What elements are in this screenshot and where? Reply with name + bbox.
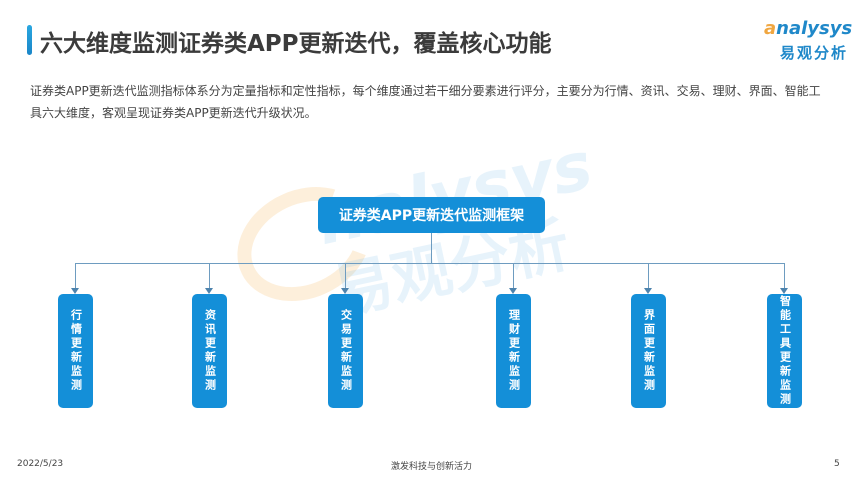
node-wealth-monitoring: 理财更新监测	[496, 294, 531, 408]
root-node: 证券类APP更新迭代监测框架	[318, 197, 545, 233]
arrow-down-icon	[644, 288, 652, 294]
analysys-logo: analysys 易观分析	[764, 18, 854, 64]
footer-slogan: 激发科技与创新活力	[390, 462, 472, 472]
arrow-down-icon	[71, 288, 79, 294]
node-market-monitoring: 行情更新监测	[58, 294, 93, 408]
branch-connector	[345, 263, 346, 289]
node-smart-tools-monitoring: 智能工具更新监测	[767, 294, 802, 408]
branch-connector	[75, 263, 76, 289]
root-connector	[431, 233, 432, 263]
description-text: 证券类APP更新迭代监测指标体系分为定量指标和定性指标，每个维度通过若干细分要素…	[30, 84, 821, 120]
arrow-down-icon	[780, 288, 788, 294]
branch-connector	[648, 263, 649, 289]
footer-date: 2022/5/23	[17, 459, 64, 469]
page-title: 六大维度监测证券类APP更新迭代，覆盖核心功能	[40, 31, 552, 57]
node-interface-monitoring: 界面更新监测	[631, 294, 666, 408]
node-news-monitoring: 资讯更新监测	[192, 294, 227, 408]
branch-connector	[784, 263, 785, 289]
logo-chinese: 易观分析	[780, 44, 849, 62]
logo-wordmark: analysys	[764, 18, 853, 39]
branch-connector	[209, 263, 210, 289]
node-trading-monitoring: 交易更新监测	[328, 294, 363, 408]
watermark-arc-icon	[218, 165, 390, 323]
arrow-down-icon	[341, 288, 349, 294]
arrow-down-icon	[205, 288, 213, 294]
page-number: 5	[834, 459, 840, 469]
branch-connector	[513, 263, 514, 289]
title-accent-bar	[27, 25, 32, 55]
horizontal-connector	[75, 263, 785, 264]
arrow-down-icon	[509, 288, 517, 294]
